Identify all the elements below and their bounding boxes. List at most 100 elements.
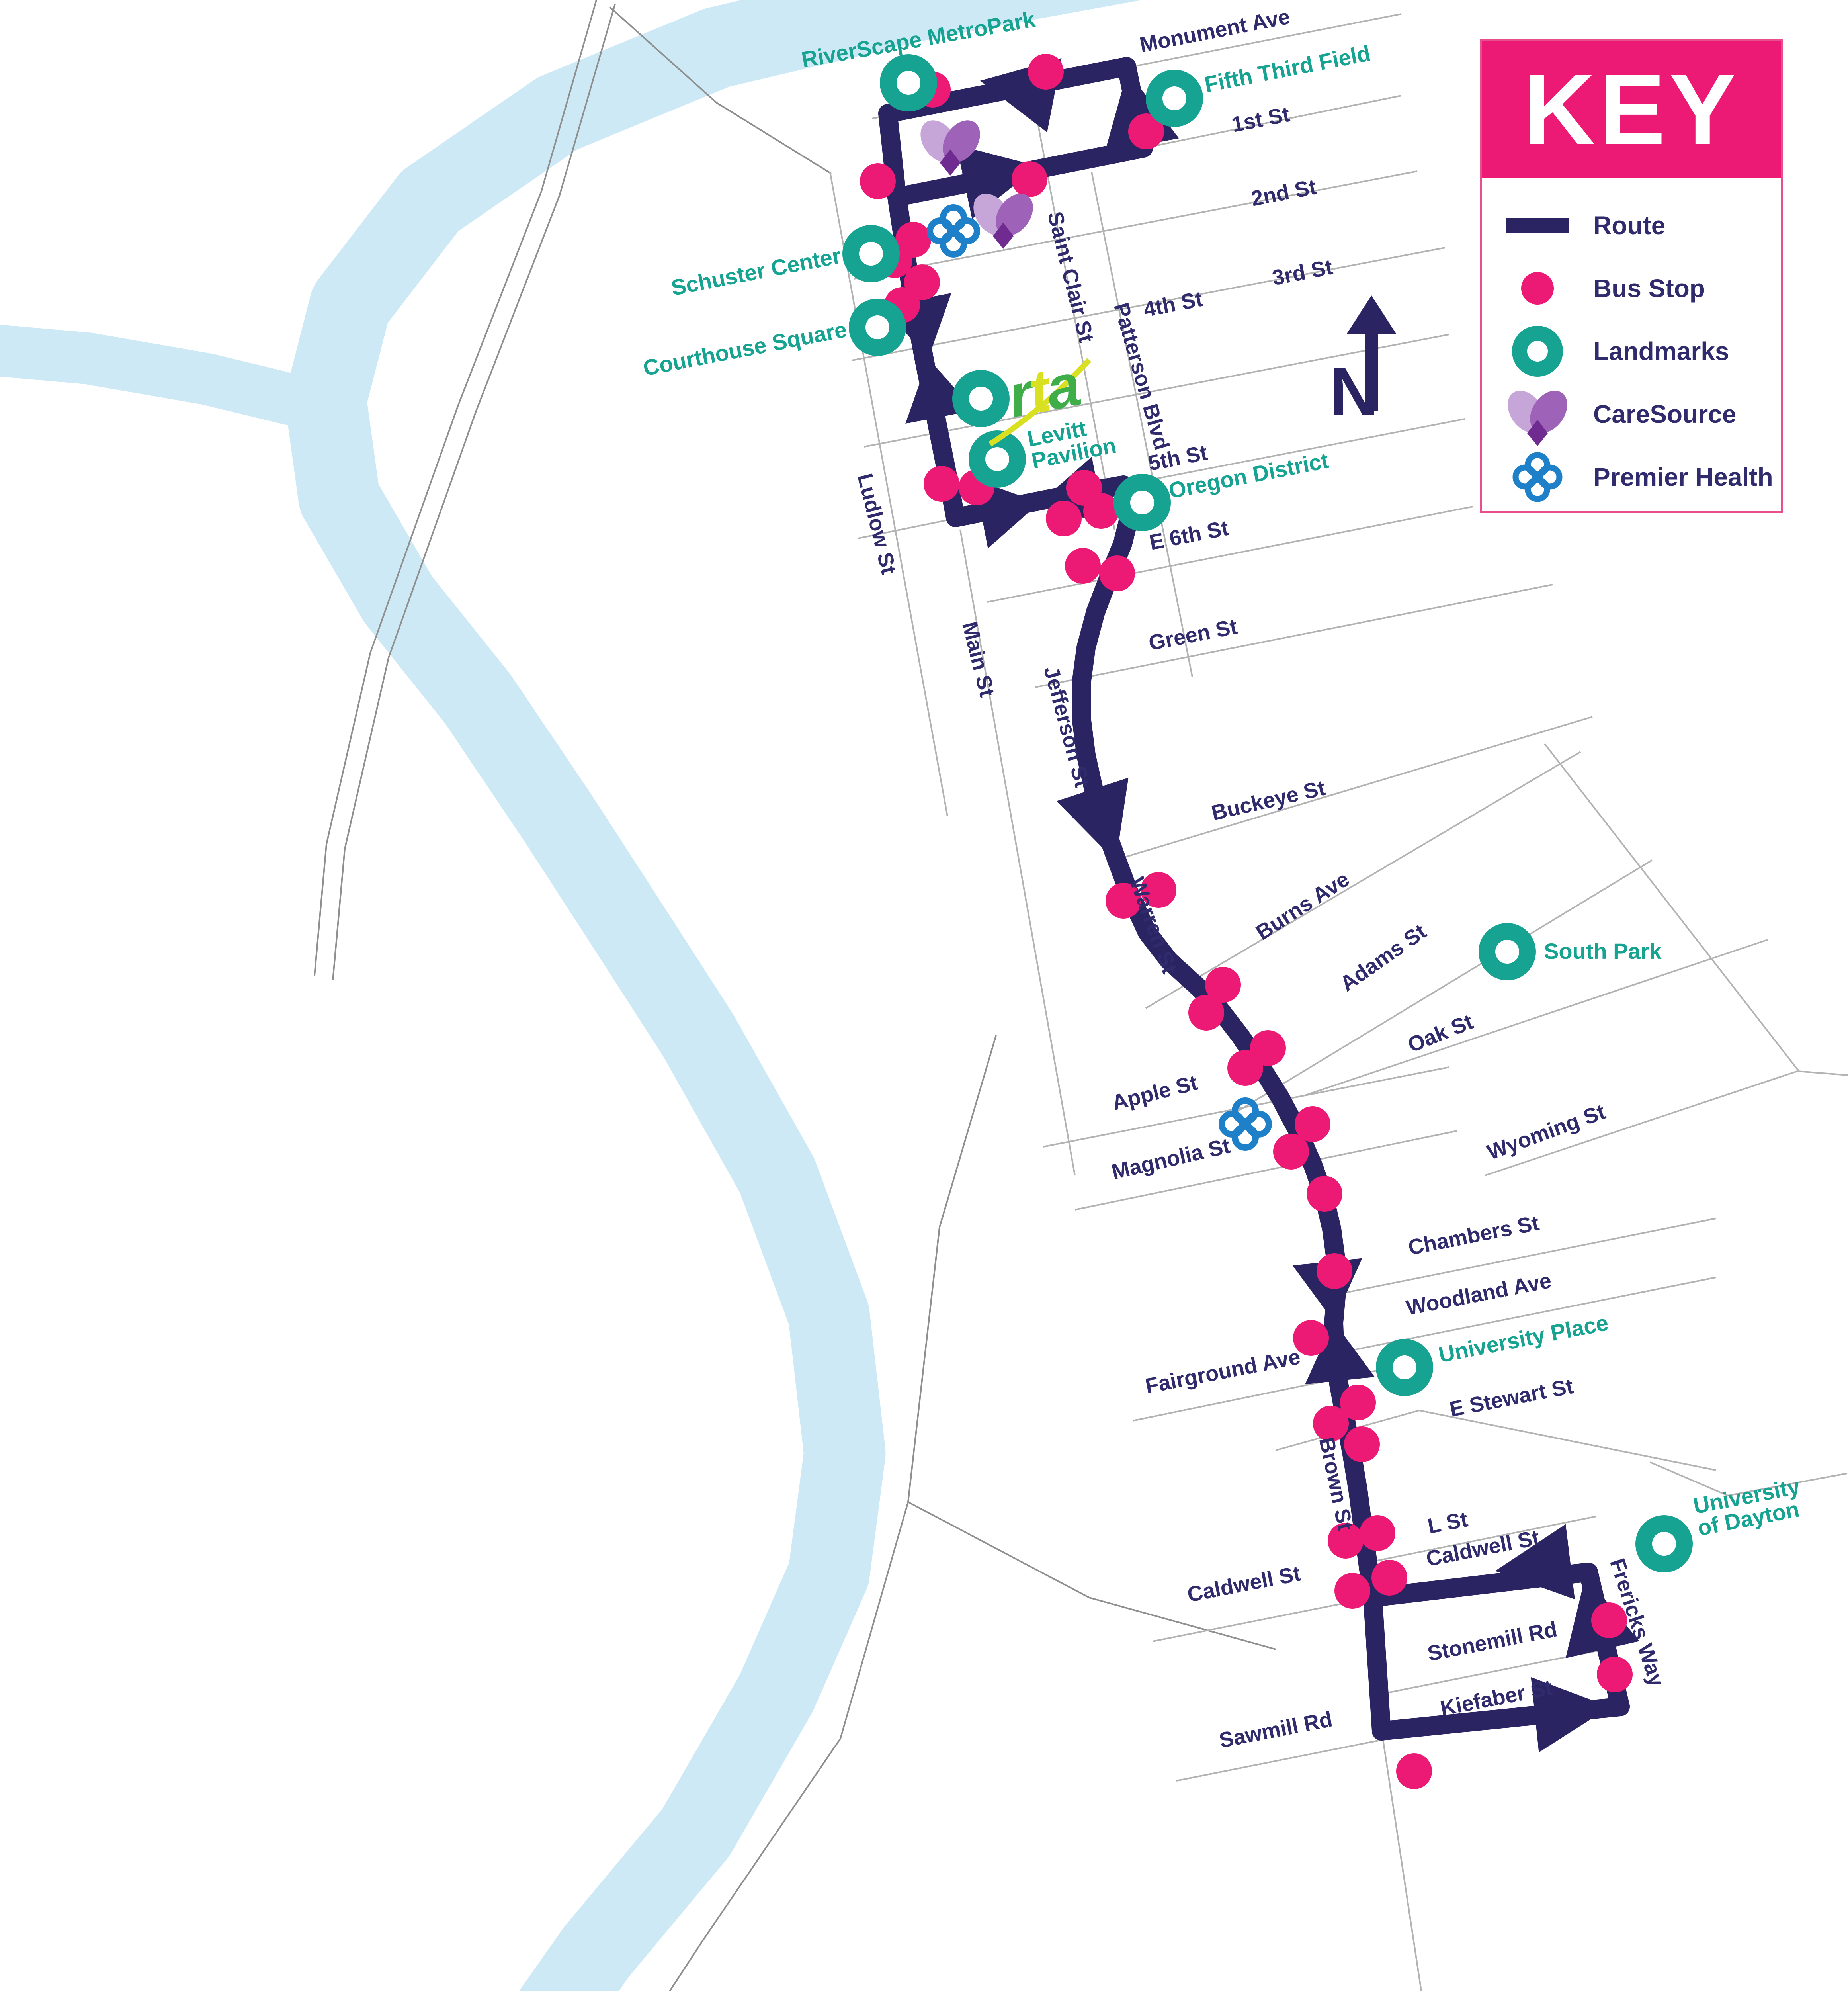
bus-stop xyxy=(1591,1602,1627,1638)
bus-stop xyxy=(1046,501,1082,536)
bus-stop xyxy=(1273,1134,1309,1170)
legend-label: Bus Stop xyxy=(1593,274,1705,303)
caresource-heart-icon xyxy=(920,120,980,176)
bus-stop xyxy=(1205,967,1241,1003)
street-line xyxy=(987,506,1473,603)
landmark-schuster-center xyxy=(842,225,900,282)
road-line xyxy=(314,0,597,976)
road-line xyxy=(908,1501,1276,1650)
bus-stop xyxy=(1065,548,1101,584)
legend-row-route: Route xyxy=(1482,194,1781,257)
street-line xyxy=(1227,859,1653,1118)
street-label: Sawmill Rd xyxy=(1217,1707,1334,1752)
bus-stop xyxy=(1597,1657,1633,1692)
street-label: Chambers St xyxy=(1406,1211,1541,1260)
landmark-label: Schuster Center xyxy=(669,243,843,300)
street-line xyxy=(1132,1361,1420,1422)
bus-stop xyxy=(1227,1050,1263,1086)
bus-stop-icon xyxy=(1482,272,1593,305)
street-label: Adams St xyxy=(1336,919,1430,996)
bus-stop xyxy=(1295,1106,1330,1142)
bus-stop xyxy=(1188,995,1224,1031)
landmark-riverscape-metropark xyxy=(880,54,937,111)
street-line xyxy=(1152,1597,1373,1642)
street-line xyxy=(1485,1070,1848,1176)
route-arrow-caldwell-west xyxy=(1495,1524,1575,1600)
bus-stop xyxy=(1141,872,1176,908)
map-key-legend: KEY Route Bus Stop Landmarks xyxy=(1480,39,1783,513)
street-label: Saint Clair St xyxy=(1043,209,1099,345)
bus-stop xyxy=(1334,1573,1370,1609)
street-label: 1st St xyxy=(1230,102,1292,137)
bus-stop xyxy=(860,163,896,199)
street-line xyxy=(863,334,1449,448)
river xyxy=(285,0,1142,1991)
bus-stop xyxy=(924,466,959,502)
legend-row-caresource: CareSource xyxy=(1482,383,1781,446)
street-line xyxy=(1544,743,1800,1073)
street-label: Main St xyxy=(957,619,999,699)
bus-stop xyxy=(1293,1320,1329,1356)
bus-stop xyxy=(1313,1406,1349,1441)
landmark-university-of-dayton xyxy=(1635,1515,1693,1572)
street-line xyxy=(959,529,1076,1176)
street-line xyxy=(1650,1461,1848,1497)
street-label: Caldwell St xyxy=(1185,1561,1302,1607)
rta-logo: rta xyxy=(988,351,1092,447)
legend-label: CareSource xyxy=(1593,400,1737,428)
bus-stop xyxy=(1371,1560,1407,1596)
landmark-label: University Place xyxy=(1436,1310,1610,1367)
street-line xyxy=(1043,1066,1449,1148)
landmark-label: Universityof Dayton xyxy=(1691,1473,1806,1540)
street-line xyxy=(1074,1130,1457,1211)
bus-stop xyxy=(1360,1515,1395,1551)
road-line xyxy=(609,6,832,174)
street-label: E Stewart St xyxy=(1448,1374,1575,1422)
street-line xyxy=(1381,1734,1422,1991)
legend-label: Landmarks xyxy=(1593,337,1729,366)
legend-row-bus-stop: Bus Stop xyxy=(1482,257,1781,320)
street-line xyxy=(829,172,948,817)
svg-text:rta: rta xyxy=(1003,351,1084,430)
river-branch xyxy=(0,325,344,432)
premier-health-cross-icon xyxy=(1482,445,1593,509)
bus-stop xyxy=(1028,54,1064,90)
landmark-label: Courthouse Square xyxy=(641,317,849,381)
legend-row-premier-health: Premier Health xyxy=(1482,446,1781,509)
street-label: Magnolia St xyxy=(1110,1134,1233,1184)
landmark-university-place xyxy=(1376,1339,1433,1396)
street-label: 2nd St xyxy=(1249,175,1318,211)
legend-label: Premier Health xyxy=(1593,463,1773,491)
bus-stop xyxy=(1344,1426,1380,1462)
route-line-icon xyxy=(1482,218,1593,233)
landmark-oregon-district xyxy=(1113,474,1171,531)
caresource-heart-icon xyxy=(973,194,1033,249)
street-label: Patterson Blvd xyxy=(1109,300,1174,453)
key-header: KEY xyxy=(1482,41,1781,178)
street-label: 4th St xyxy=(1141,287,1205,322)
street-line xyxy=(1114,716,1593,861)
landmark-label: South Park xyxy=(1544,939,1662,964)
street-label: Monument Ave xyxy=(1138,4,1292,57)
street-line xyxy=(854,170,1418,280)
street-line xyxy=(1091,172,1193,677)
landmark-south-park xyxy=(1479,923,1536,980)
road-line xyxy=(669,1035,997,1991)
key-title: KEY xyxy=(1523,53,1740,165)
street-label: L St xyxy=(1426,1507,1470,1538)
compass-north-icon: N xyxy=(1330,295,1396,430)
street-line xyxy=(1359,1516,1597,1565)
street-line xyxy=(1123,418,1465,486)
landmark-fifth-third-field xyxy=(1146,70,1203,127)
bus-stop xyxy=(1328,1523,1364,1559)
landmark-courthouse-square xyxy=(849,299,906,356)
landmark-icon xyxy=(1482,326,1593,377)
landmark-label: Fifth Third Field xyxy=(1202,40,1372,97)
route-ud-loop xyxy=(1363,1563,1630,1741)
landmark-rta-hub xyxy=(952,370,1010,427)
bus-stop xyxy=(1340,1385,1376,1420)
street-line xyxy=(858,518,956,539)
street-line xyxy=(1143,95,1402,149)
bus-stop xyxy=(1307,1176,1342,1212)
